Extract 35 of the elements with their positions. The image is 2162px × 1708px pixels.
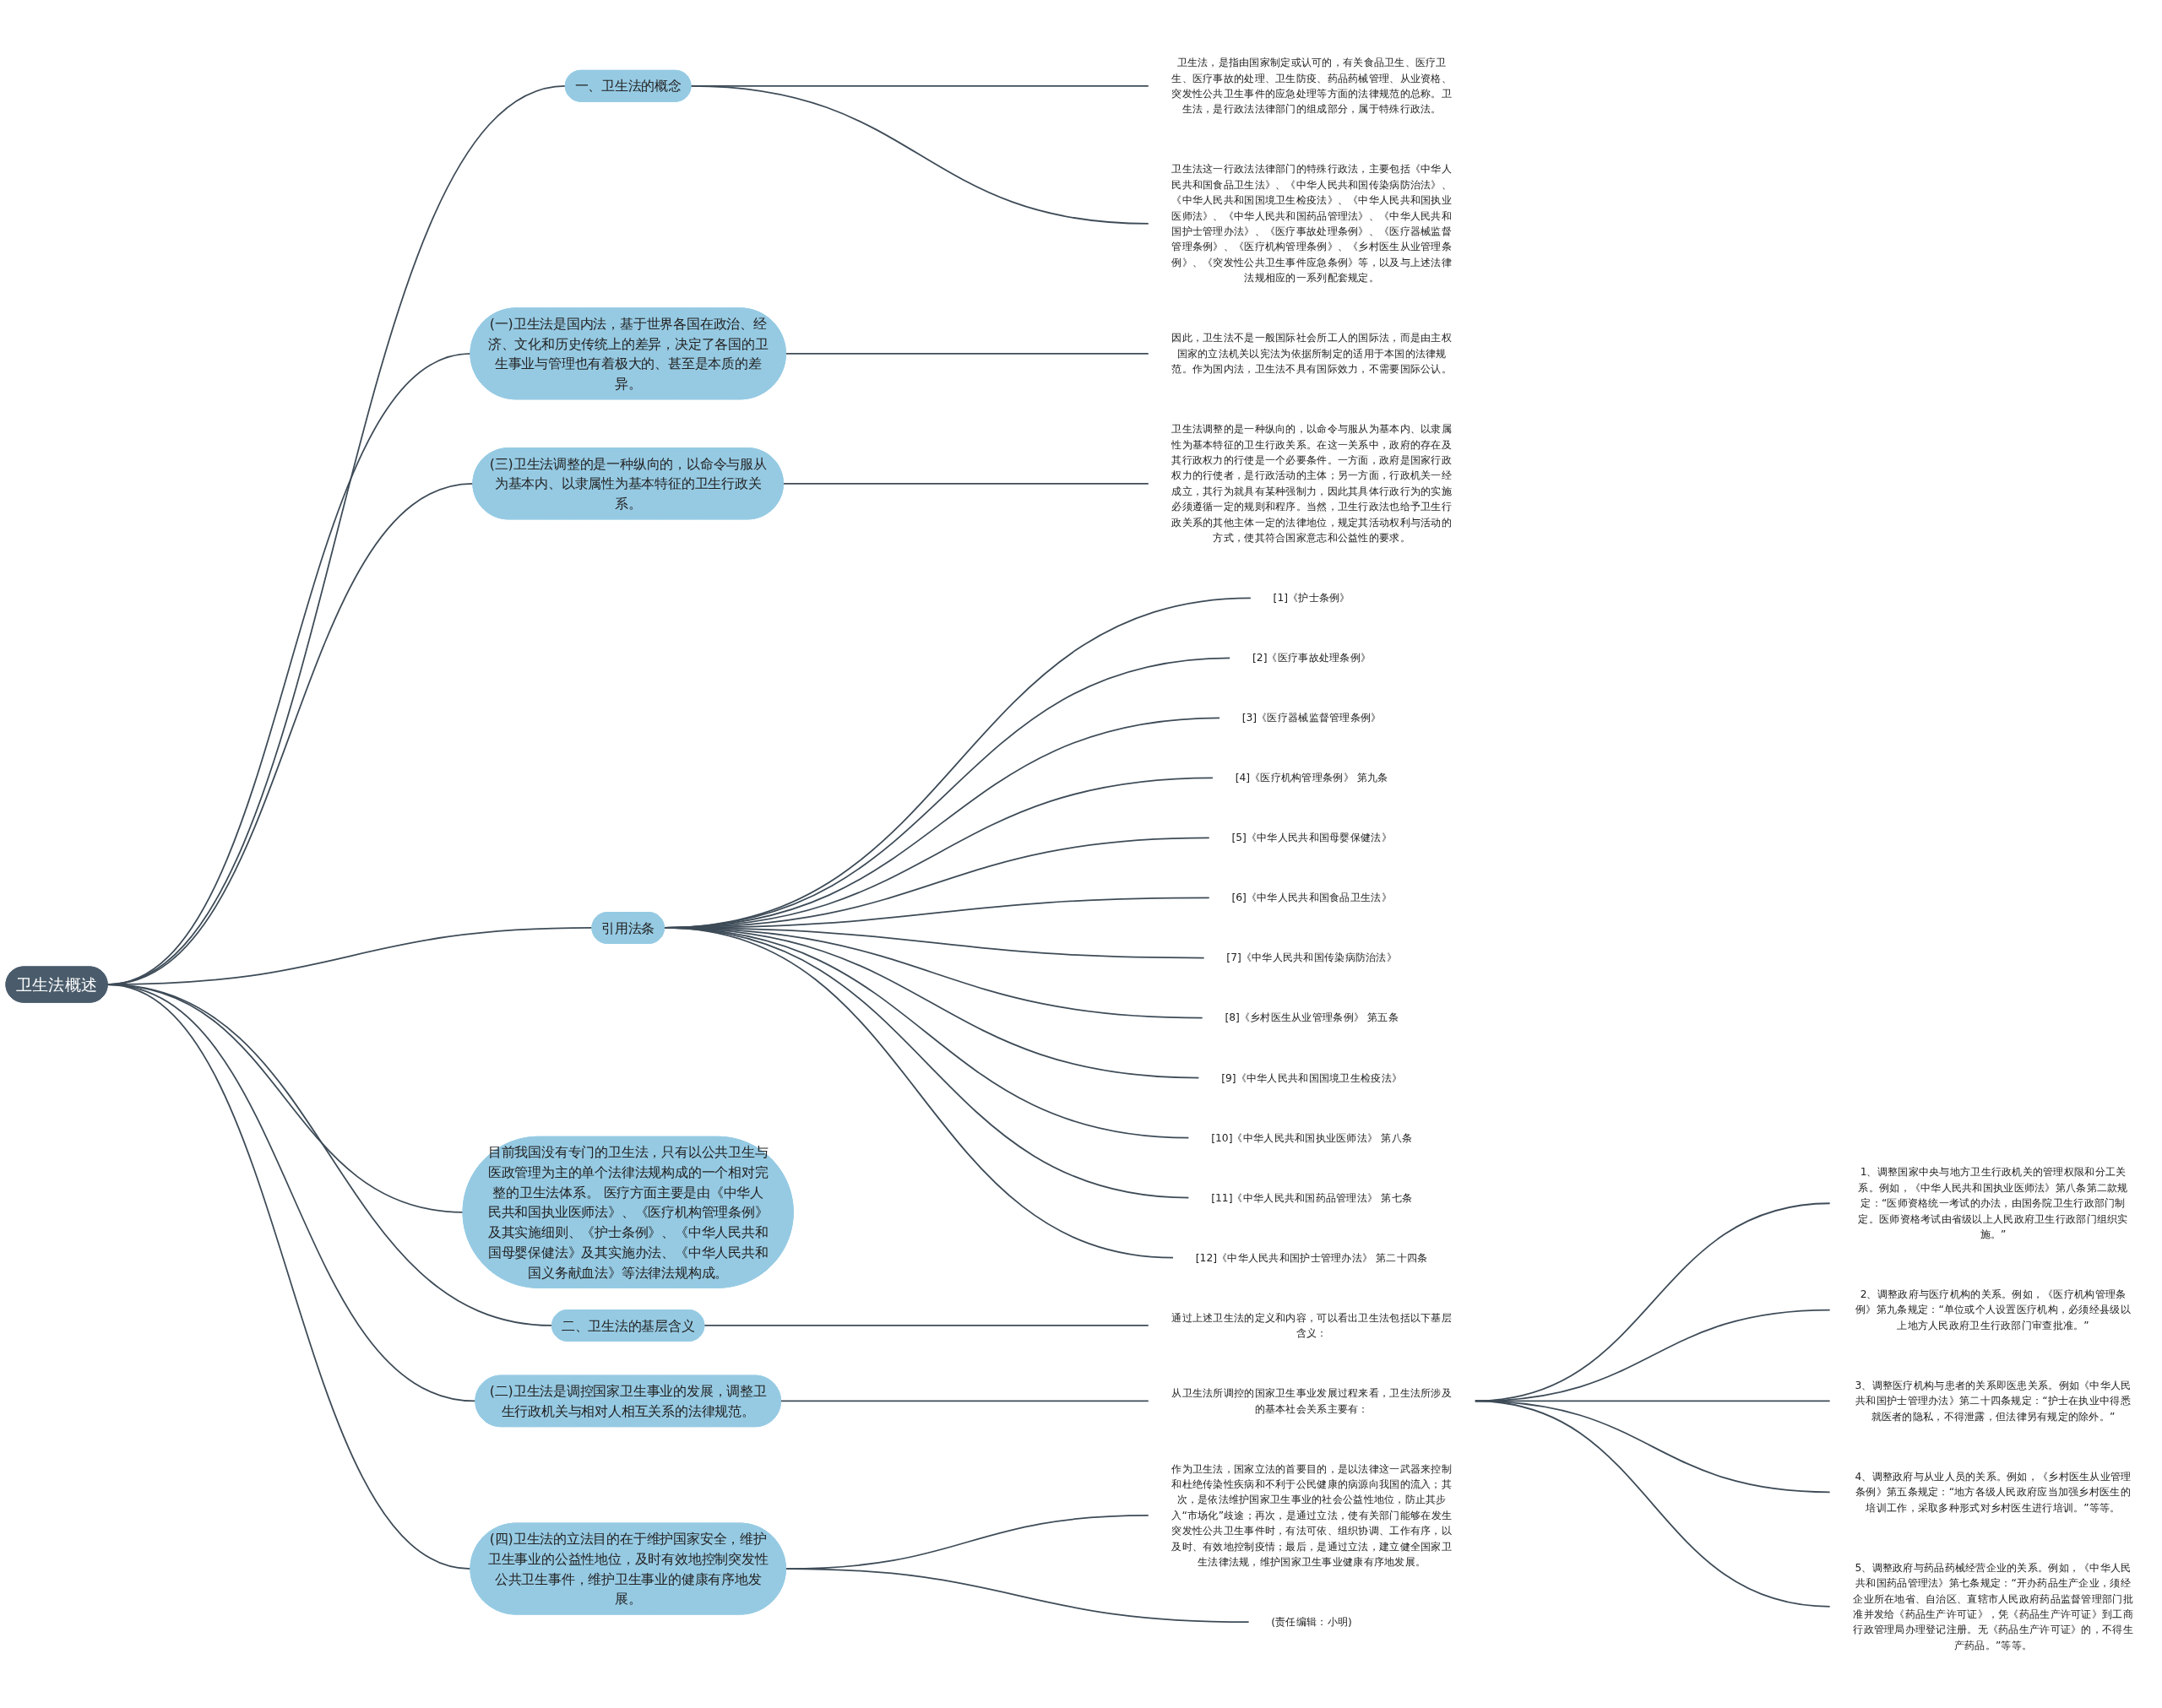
node-text: [5]《中华人民共和国母婴保健法》	[1231, 831, 1392, 843]
node-text: [12]《中华人民共和国护士管理办法》 第二十四条	[1195, 1251, 1428, 1264]
node-text: [9]《中华人民共和国国境卫生检疫法》	[1221, 1071, 1403, 1084]
node-text: 从卫生法所调控的国家卫生事业发展过程来看，卫生法所涉及的基本社会关系主要有：	[1171, 1386, 1452, 1415]
node-text: 5、调整政府与药品药械经营企业的关系。例如，《中华人民共和国药品管理法》第七条规定：“开办药品生产企业，须经企业所在地省、自治区、直辖市人民政府药品监督管理部门批准并发给《药品生产许可证》，凭《药品生产许可证》到工商行政管理局办理登记注册。无《药品生产许可证》的，不得生产药品。”等等。	[1853, 1561, 2133, 1651]
node-text: 卫生法这一行政法法律部门的特殊行政法，主要包括《中华人民共和国食品卫生法》、《中华人民共和国传染病防治法》、《中华人民共和国国境卫生检疫法》、《中华人民共和国执业医师法》、《中华人民共和国药品管理法》、《中华人民共和国护士管理办法》、《医疗事故处理条例》、《医疗器械监督管理条例》、《医疗机构管理条例》、《乡村医生从业管理条例》、《突发性公共卫生事件应急条例》等，以及与上述法律法规相应的一系列配套规定。	[1171, 162, 1452, 284]
node-text: [4]《医疗机构管理条例》 第九条	[1235, 771, 1388, 784]
node-text: 3、调整医疗机构与患者的关系即医患关系。例如《中华人民共和国护士管理办法》第二十四条规定：“护士在执业中得悉就医者的隐私，不得泄露，但法律另有规定的除外。”	[1855, 1379, 2132, 1423]
node-text: [6]《中华人民共和国食品卫生法》	[1231, 892, 1392, 904]
node-text: [3]《医疗器械监督管理条例》	[1241, 711, 1382, 724]
connector	[690, 84, 1150, 225]
node-text: 因此，卫生法不是一般国际社会所工人的国际法，而是由主权国家的立法机关以宪法为依据所制定的适用于本国的法律规范。作为国内法，卫生法不具有国际效力，不需要国际公认。	[1171, 331, 1452, 375]
node-text: 1、调整国家中央与地方卫生行政机关的管理权限和分工关系。例如，《中华人民共和国执业医师法》第八条第二款规定：“医师资格统一考试的办法，由国务院卫生行政部门制定。医师资格考试由省级以上人民政府卫生行政部门组织实施。”	[1858, 1165, 2128, 1240]
connector	[106, 984, 471, 1570]
node-text: [11]《中华人民共和国药品管理法》 第七条	[1211, 1191, 1413, 1204]
node-text: 作为卫生法，国家立法的首要目的，是以法律这一武器来控制和杜绝传染性疾病和不利于公民健康的病源向我国的流入；其次，是依法维护国家卫生事业的社会公益性地位，防止其步入“市场化”歧途；再次，是通过立法，使有关部门能够在发生突发性公共卫生事件时，有法可依、组织协调、工作有序，以及时、有效地控制疫情；最后，是通过立法，建立健全国家卫生法律法规，维护国家卫生事业健康有序地发展。	[1171, 1462, 1453, 1568]
connector	[703, 1325, 1150, 1326]
node-text: 卫生法调整的是一种纵向的，以命令与服从为基本内、以隶属性为基本特征的卫生行政关系。在这一关系中，政府的存在及其行政权力的行使是一个必要条件。一方面，政府是国家行政权力的行使者，是行政活动的主体；另一方面，行政机关一经成立，其行为就具有某种强制力，因此其具体行政行为的实施必须遵循一定的规则和程序。当然，卫生行政法也给予卫生行政关系的其他主体一定的法律地位，规定其活动权利与活动的方式，使其符合国家意志和公益性的要求。	[1171, 422, 1452, 544]
node-text: (责任编辑：小明)	[1271, 1615, 1352, 1628]
node-text: 2、调整政府与医疗机构的关系。例如，《医疗机构管理条例》第九条规定：“单位或个人设置医疗机构，必须经县级以上地方人民政府卫生行政部门审查批准。”	[1855, 1288, 2131, 1331]
node-text: [8]《乡村医生从业管理条例》 第五条	[1225, 1011, 1399, 1024]
connector	[1474, 1309, 1831, 1402]
node-text: [2]《医疗事故处理条例》	[1252, 651, 1372, 664]
connector	[1474, 1400, 1831, 1608]
node-text: [10]《中华人民共和国执业医师法》 第八条	[1211, 1131, 1413, 1144]
node-text: 4、调整政府与从业人员的关系。例如，《乡村医生从业管理条例》第五条规定：“地方各级人民政府应当加强乡村医生的培训工作，采取多种形式对乡村医生进行培训。”等等。	[1855, 1470, 2132, 1514]
node-text: [1]《护士条例》	[1273, 591, 1350, 604]
connector	[785, 1568, 1250, 1624]
connector	[782, 482, 1150, 485]
node-text: 通过上述卫生法的定义和内容，可以看出卫生法包括以下基层含义：	[1171, 1311, 1452, 1339]
connector	[780, 1400, 1150, 1402]
node-text: [7]《中华人民共和国传染病防治法》	[1226, 952, 1397, 964]
connector	[785, 352, 1150, 355]
node-text: 卫生法，是指由国家制定或认可的，有关食品卫生、医疗卫生、医疗事故的处理、卫生防疫、药品药械管理、从业资格、突发性公共卫生事件的应急处理等方面的法律规范的总称。卫生法，是行政法法律部门的组成部分，属于特殊行政法。	[1171, 56, 1452, 115]
connector	[1474, 1202, 1831, 1402]
